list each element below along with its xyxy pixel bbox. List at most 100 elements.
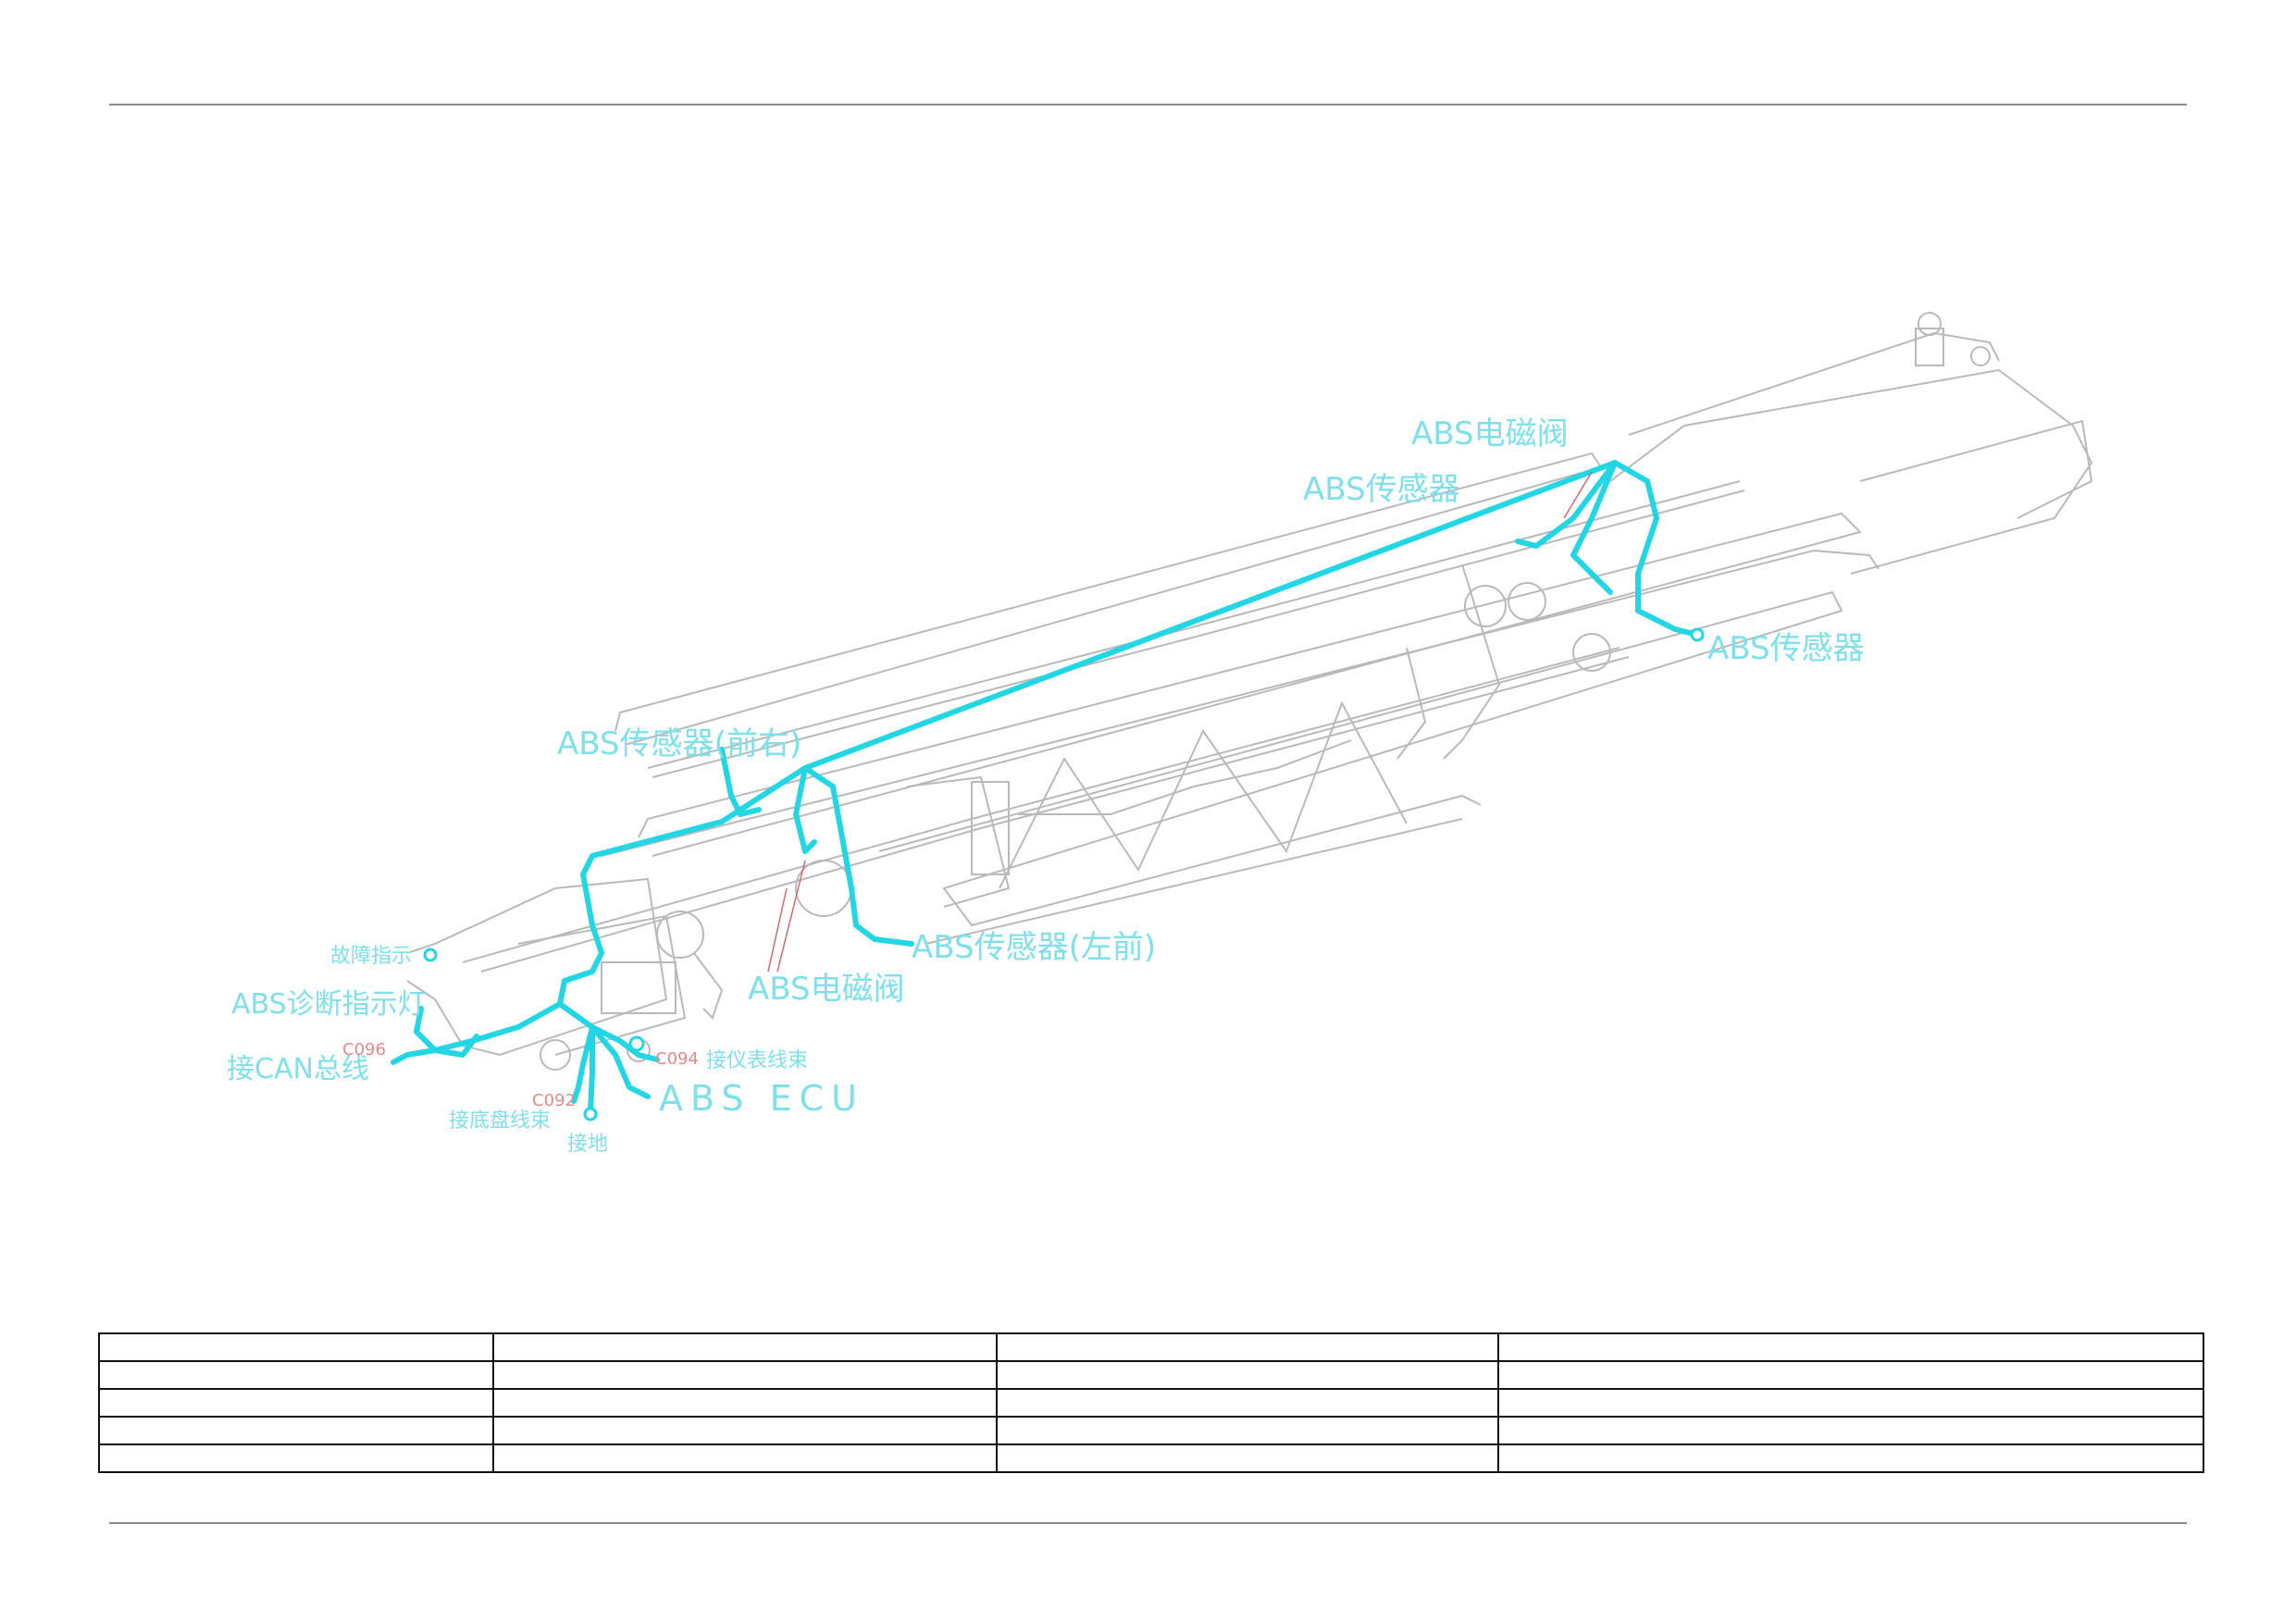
rear-rail-ext [1628, 331, 2000, 436]
table-row [98, 1360, 2204, 1390]
harness-chassis [571, 1024, 595, 1104]
bottom-rule [109, 1522, 2187, 1524]
table-cell [98, 1416, 494, 1445]
label-abs-ecu: ABS ECU [659, 1078, 864, 1119]
pipe-bundle-1 [462, 647, 1620, 963]
table-cell [492, 1332, 998, 1362]
rear-bracket [1915, 328, 1944, 366]
main-beam [878, 590, 1843, 927]
harness-ecu-drop [557, 872, 604, 1007]
rail-inner [601, 549, 1880, 857]
table-cell [492, 1388, 998, 1418]
code-c094: C094 [655, 1049, 699, 1069]
connectors [423, 627, 1705, 1121]
rear-fitting-2 [1970, 346, 1991, 366]
front-bracket [906, 775, 1011, 908]
harness-rear-valve-2 [1570, 552, 1613, 595]
harness-rear-sensor-right [1612, 460, 1696, 637]
harness-ground [588, 1024, 595, 1113]
label-abs-sensor-rear-a: ABS传感器 [1303, 471, 1460, 508]
table-cell [996, 1360, 1499, 1390]
front-frame [406, 877, 668, 1057]
harness-dash [590, 1024, 660, 1062]
table-cell [1497, 1332, 2204, 1362]
front-chamber-3 [540, 1039, 571, 1071]
harness-trunk [580, 460, 1618, 877]
front-chamber-1 [656, 911, 704, 959]
table-cell [1497, 1360, 2204, 1390]
harness-front-valve [793, 765, 817, 854]
harness-rear-valve [1570, 460, 1618, 558]
connector-fault [423, 948, 438, 962]
abs-harness [391, 460, 1696, 1113]
beam-edge [925, 818, 1463, 945]
table-cell [98, 1443, 494, 1473]
harness-front-right-sensor [719, 747, 762, 817]
table-cell [996, 1416, 1499, 1445]
table-cell [98, 1360, 494, 1390]
pipe-bundle-3 [647, 480, 1741, 769]
truss-brace [999, 700, 1408, 889]
rear-chamber-1 [1464, 585, 1507, 627]
table-cell [996, 1388, 1499, 1418]
label-can-bus: 接CAN总线 [227, 1053, 369, 1085]
rail-right-top [638, 512, 1862, 857]
label-abs-sensor-front-right: ABS传感器(前右) [557, 725, 801, 762]
label-dash-harness: 接仪表线束 [706, 1049, 808, 1072]
table-cell [492, 1416, 998, 1445]
front-side-plate [971, 781, 1010, 875]
rear-frame [1609, 368, 2093, 575]
leader-lines [767, 471, 1593, 973]
table-cell [996, 1443, 1499, 1473]
harness-can [432, 1001, 563, 1053]
table-row [98, 1388, 2204, 1418]
table-cell [98, 1332, 494, 1362]
front-plate [601, 961, 676, 1014]
table-cell [1497, 1416, 2204, 1445]
connector-c094 [628, 1035, 645, 1052]
harness-ecu [590, 1024, 651, 1099]
harness-c096 [391, 1047, 438, 1065]
rear-hanger [1443, 564, 1501, 760]
rear-hanger-2 [1396, 647, 1427, 760]
label-fault-indicator: 故障指示 [330, 945, 412, 968]
table-cell [492, 1360, 998, 1390]
label-abs-sensor-rear-b: ABS传感器 [1707, 630, 1865, 667]
table-cell [1497, 1388, 2204, 1418]
top-rule [109, 104, 2187, 105]
front-hanger [693, 952, 724, 1020]
label-chassis-harness: 接底盘线束 [449, 1109, 551, 1133]
table-row [98, 1443, 2204, 1473]
label-ground: 接地 [567, 1133, 608, 1156]
pipe-bundle-2 [480, 656, 1630, 973]
label-abs-diag-lamp: ABS诊断指示灯 [231, 988, 426, 1021]
rear-chamber-3 [1572, 633, 1611, 672]
front-chamber-2 [795, 860, 852, 917]
rear-fitting [1917, 312, 1942, 336]
label-abs-valve-rear: ABS电磁阀 [1411, 415, 1569, 452]
chassis-frame [406, 312, 2093, 1071]
rear-chamber-2 [1508, 582, 1546, 621]
harness-diag [414, 1006, 438, 1053]
harness-fault [432, 1034, 479, 1058]
table-row [98, 1332, 2204, 1362]
table-cell [98, 1388, 494, 1418]
harness-c094-link [557, 1001, 595, 1030]
table-cell [492, 1443, 998, 1473]
harness-rear-sensor-left [1515, 460, 1618, 549]
table-cell [1497, 1443, 2204, 1473]
code-c092: C092 [532, 1091, 576, 1110]
code-c096: C096 [342, 1040, 386, 1059]
title-block-table [98, 1332, 2204, 1473]
truss-brace-2 [1018, 739, 1352, 815]
connector-rear-sensor [1690, 627, 1705, 642]
pipe-bundle-4 [652, 489, 1745, 778]
table-cell [996, 1332, 1499, 1362]
label-abs-sensor-left-front: ABS传感器(左前) [912, 929, 1156, 966]
harness-left-front-sensor [802, 765, 914, 947]
rail-left-top [614, 452, 1603, 746]
label-abs-valve-front: ABS电磁阀 [748, 971, 905, 1008]
table-row [98, 1416, 2204, 1445]
rear-crossmember [1859, 419, 2093, 519]
